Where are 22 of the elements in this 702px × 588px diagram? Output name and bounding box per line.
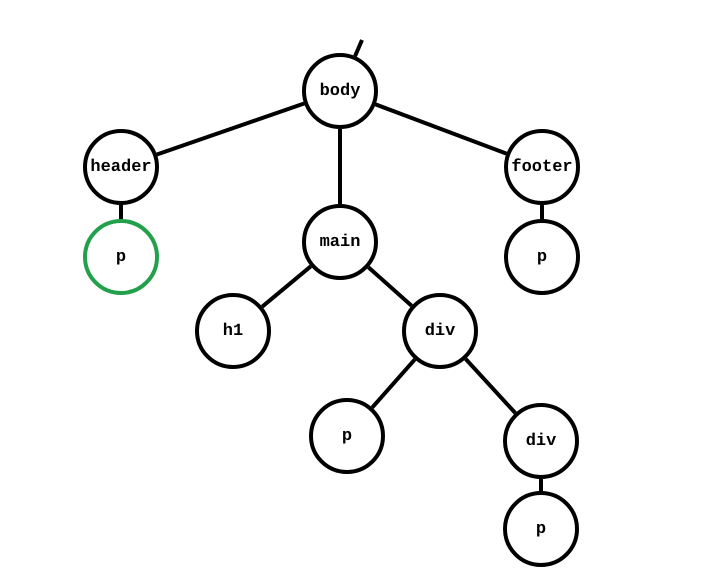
- connector-line: [464, 358, 517, 414]
- node-label: header: [90, 158, 152, 176]
- connector-line: [260, 264, 312, 308]
- connector-line: [119, 205, 123, 219]
- node-label: div: [526, 432, 556, 450]
- node-label: p: [536, 248, 548, 266]
- connector-line: [370, 358, 416, 409]
- connector-line: [374, 102, 508, 156]
- connector-line: [540, 205, 544, 219]
- node-label: p: [342, 426, 352, 446]
- connector-line: [353, 39, 364, 57]
- node-label: h1: [222, 322, 244, 340]
- node-label: p: [536, 520, 546, 538]
- node-label: body: [320, 82, 360, 100]
- connector-line: [367, 266, 413, 308]
- node-label: p: [116, 248, 126, 266]
- connector-line: [539, 479, 543, 491]
- connector-line: [338, 129, 342, 204]
- connector-line: [156, 102, 305, 156]
- node-label: div: [424, 322, 456, 340]
- node-label: footer: [511, 158, 573, 176]
- node-label: main: [320, 232, 360, 252]
